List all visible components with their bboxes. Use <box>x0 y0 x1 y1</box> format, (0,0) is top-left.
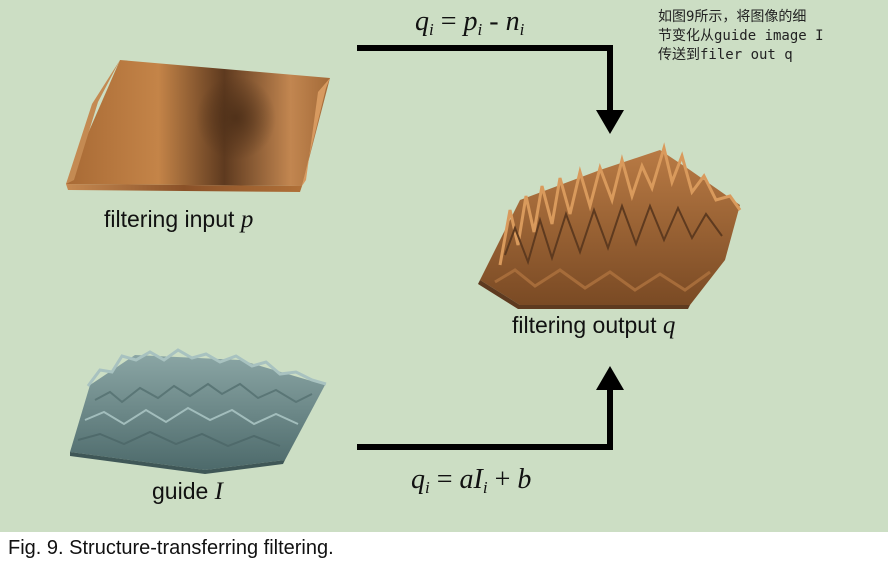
guide-label: guide I <box>152 478 223 506</box>
caption-strip <box>0 532 888 566</box>
filtering-output-label: filtering output q <box>512 312 675 340</box>
arrow-guide-to-output <box>357 366 624 450</box>
formula-top-lhs: q <box>415 6 429 37</box>
formula-bottom-lhs-sub: i <box>425 478 430 497</box>
filtering-output-surface <box>478 142 742 309</box>
formula-top-n-sub: i <box>519 20 525 39</box>
formula-top-minus: - <box>482 6 506 37</box>
filtering-input-label: filtering input p <box>104 206 253 234</box>
formula-top: qi = pi - ni <box>415 6 524 40</box>
guide-var: I <box>214 478 223 505</box>
formula-bottom-lhs: q <box>411 464 425 495</box>
figure-caption: Fig. 9. Structure-transferring filtering… <box>8 537 334 559</box>
formula-bottom-I: I <box>473 464 483 495</box>
formula-bottom-eq: = <box>429 464 460 495</box>
annotation-note: 如图9所示，将图像的细 节变化从guide image I 传送到filer o… <box>658 9 824 63</box>
formula-bottom-b: b <box>517 464 532 495</box>
filtering-input-text: filtering input <box>104 206 235 232</box>
formula-top-p-sub: i <box>477 20 483 39</box>
guide-text: guide <box>152 478 209 504</box>
formula-bottom: qi = aIi + b <box>411 464 531 498</box>
formula-bottom-a: a <box>459 464 474 495</box>
arrow-input-to-output <box>357 45 624 134</box>
formula-top-n: n <box>505 6 520 37</box>
formula-top-lhs-sub: i <box>429 20 434 39</box>
filtering-output-var: q <box>662 312 676 339</box>
filtering-input-var: p <box>240 206 254 233</box>
formula-bottom-plus: + <box>487 464 518 495</box>
guide-surface <box>70 348 327 474</box>
filtering-input-surface <box>66 60 330 192</box>
filtering-output-text: filtering output <box>512 312 657 338</box>
formula-top-p: p <box>463 6 478 37</box>
diagram-canvas <box>66 45 742 474</box>
formula-bottom-I-sub: i <box>482 478 488 497</box>
formula-top-eq: = <box>433 6 464 37</box>
